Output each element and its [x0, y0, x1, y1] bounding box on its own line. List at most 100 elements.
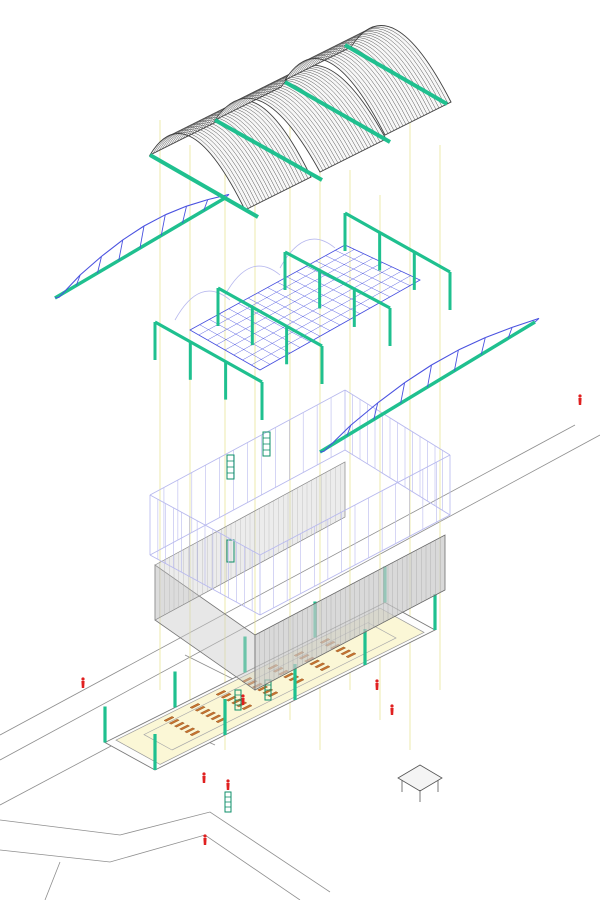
- vault-rib: [247, 81, 354, 156]
- grid-line: [198, 249, 355, 336]
- desk: [210, 714, 222, 721]
- vault-rib: [170, 122, 267, 200]
- vault-rib: [347, 26, 449, 104]
- vault-surface: [283, 25, 452, 136]
- left-truss-top-chord: [165, 205, 187, 216]
- grid-line: [216, 257, 374, 346]
- vault-rib: [188, 113, 285, 191]
- vault-rib: [296, 52, 398, 130]
- vault-rib: [194, 110, 291, 188]
- person-figure-head: [375, 679, 379, 683]
- desk: [319, 665, 331, 672]
- vault-rib: [241, 84, 348, 159]
- vault-rib: [206, 104, 303, 182]
- vault-rib: [344, 28, 446, 106]
- band-ladder-frame: [226, 539, 235, 563]
- pavilion-roof: [397, 764, 443, 792]
- left-truss-web: [160, 214, 166, 236]
- ground-path-line: [0, 834, 301, 900]
- vault-rib: [226, 91, 333, 167]
- right-truss-top-chord: [377, 382, 405, 404]
- vault-rib: [152, 131, 249, 209]
- ground-context: [0, 394, 600, 900]
- desk: [205, 711, 217, 718]
- desk: [163, 716, 175, 722]
- vaulted-roof: [148, 25, 452, 219]
- vault-rib: [271, 69, 378, 144]
- vault-rib: [191, 112, 288, 190]
- vault-rib: [250, 79, 357, 155]
- desk: [189, 703, 201, 709]
- vault-rib: [323, 38, 425, 116]
- right-truss-web: [507, 327, 513, 339]
- vault-rib: [302, 49, 404, 127]
- vault-rib: [173, 121, 270, 199]
- right-truss-web: [346, 424, 352, 436]
- vault-rib: [197, 109, 294, 187]
- vault-rib: [167, 124, 264, 202]
- left-truss-web: [97, 256, 102, 274]
- roof-gutter-beam: [343, 43, 449, 106]
- left-truss-top-chord: [79, 255, 102, 276]
- left-truss-web: [139, 225, 145, 249]
- person-figure-body: [375, 683, 379, 690]
- vault-rib: [290, 55, 392, 133]
- desk: [189, 730, 201, 737]
- desk: [220, 692, 232, 699]
- vault-rib: [259, 75, 366, 150]
- vault-rib: [253, 78, 360, 153]
- vault-rib: [209, 103, 306, 181]
- ground-path-line: [184, 654, 236, 681]
- right-truss-web: [480, 337, 486, 355]
- desk: [335, 646, 347, 653]
- person-figure-body: [241, 698, 245, 705]
- vault-rib: [220, 94, 327, 170]
- road-edge-line: [0, 434, 600, 761]
- left-truss-top-chord: [101, 239, 124, 257]
- roof-beam: [217, 286, 323, 348]
- desk: [314, 662, 326, 669]
- desk: [173, 721, 185, 728]
- desk: [283, 672, 295, 679]
- vault-rib: [338, 31, 440, 109]
- vault-rib: [262, 73, 369, 149]
- person-figure-body: [578, 398, 582, 405]
- vault-rib: [155, 130, 252, 208]
- person-figure-head: [226, 779, 230, 783]
- person-figure-body: [202, 776, 206, 783]
- vault-rib: [326, 37, 428, 115]
- vault-rib: [274, 67, 381, 143]
- grid-line: [207, 253, 364, 341]
- desk: [184, 727, 196, 734]
- ground-path-line: [0, 811, 331, 893]
- person-figure-body: [203, 838, 207, 845]
- grid-line: [242, 271, 402, 361]
- roof-structure-grid: [153, 211, 452, 420]
- roof-trusses-right: [319, 317, 540, 454]
- right-truss-top-chord: [485, 326, 513, 339]
- desk: [241, 704, 253, 711]
- vault-rib: [268, 70, 375, 146]
- person-figure-head: [578, 394, 582, 398]
- desk: [199, 708, 211, 715]
- left-truss-web: [75, 274, 81, 286]
- person-figure-body: [226, 783, 230, 790]
- right-truss-web: [373, 402, 379, 420]
- ghost-vault-outline: [224, 265, 281, 296]
- right-truss-top-chord: [404, 364, 432, 384]
- right-truss-top-chord: [431, 349, 459, 366]
- right-truss-top-chord: [323, 424, 352, 452]
- vault-rib: [232, 88, 339, 164]
- right-truss-web: [319, 450, 325, 453]
- left-truss-top-chord: [143, 214, 166, 227]
- roof-beam: [284, 250, 391, 310]
- desk: [179, 724, 191, 731]
- roof-beam: [154, 320, 263, 384]
- right-truss-top-chord: [350, 402, 379, 426]
- vault-rib: [335, 32, 437, 110]
- right-truss-top-chord: [458, 337, 486, 351]
- person-figure-head: [202, 772, 206, 776]
- person-figure-body: [390, 708, 394, 715]
